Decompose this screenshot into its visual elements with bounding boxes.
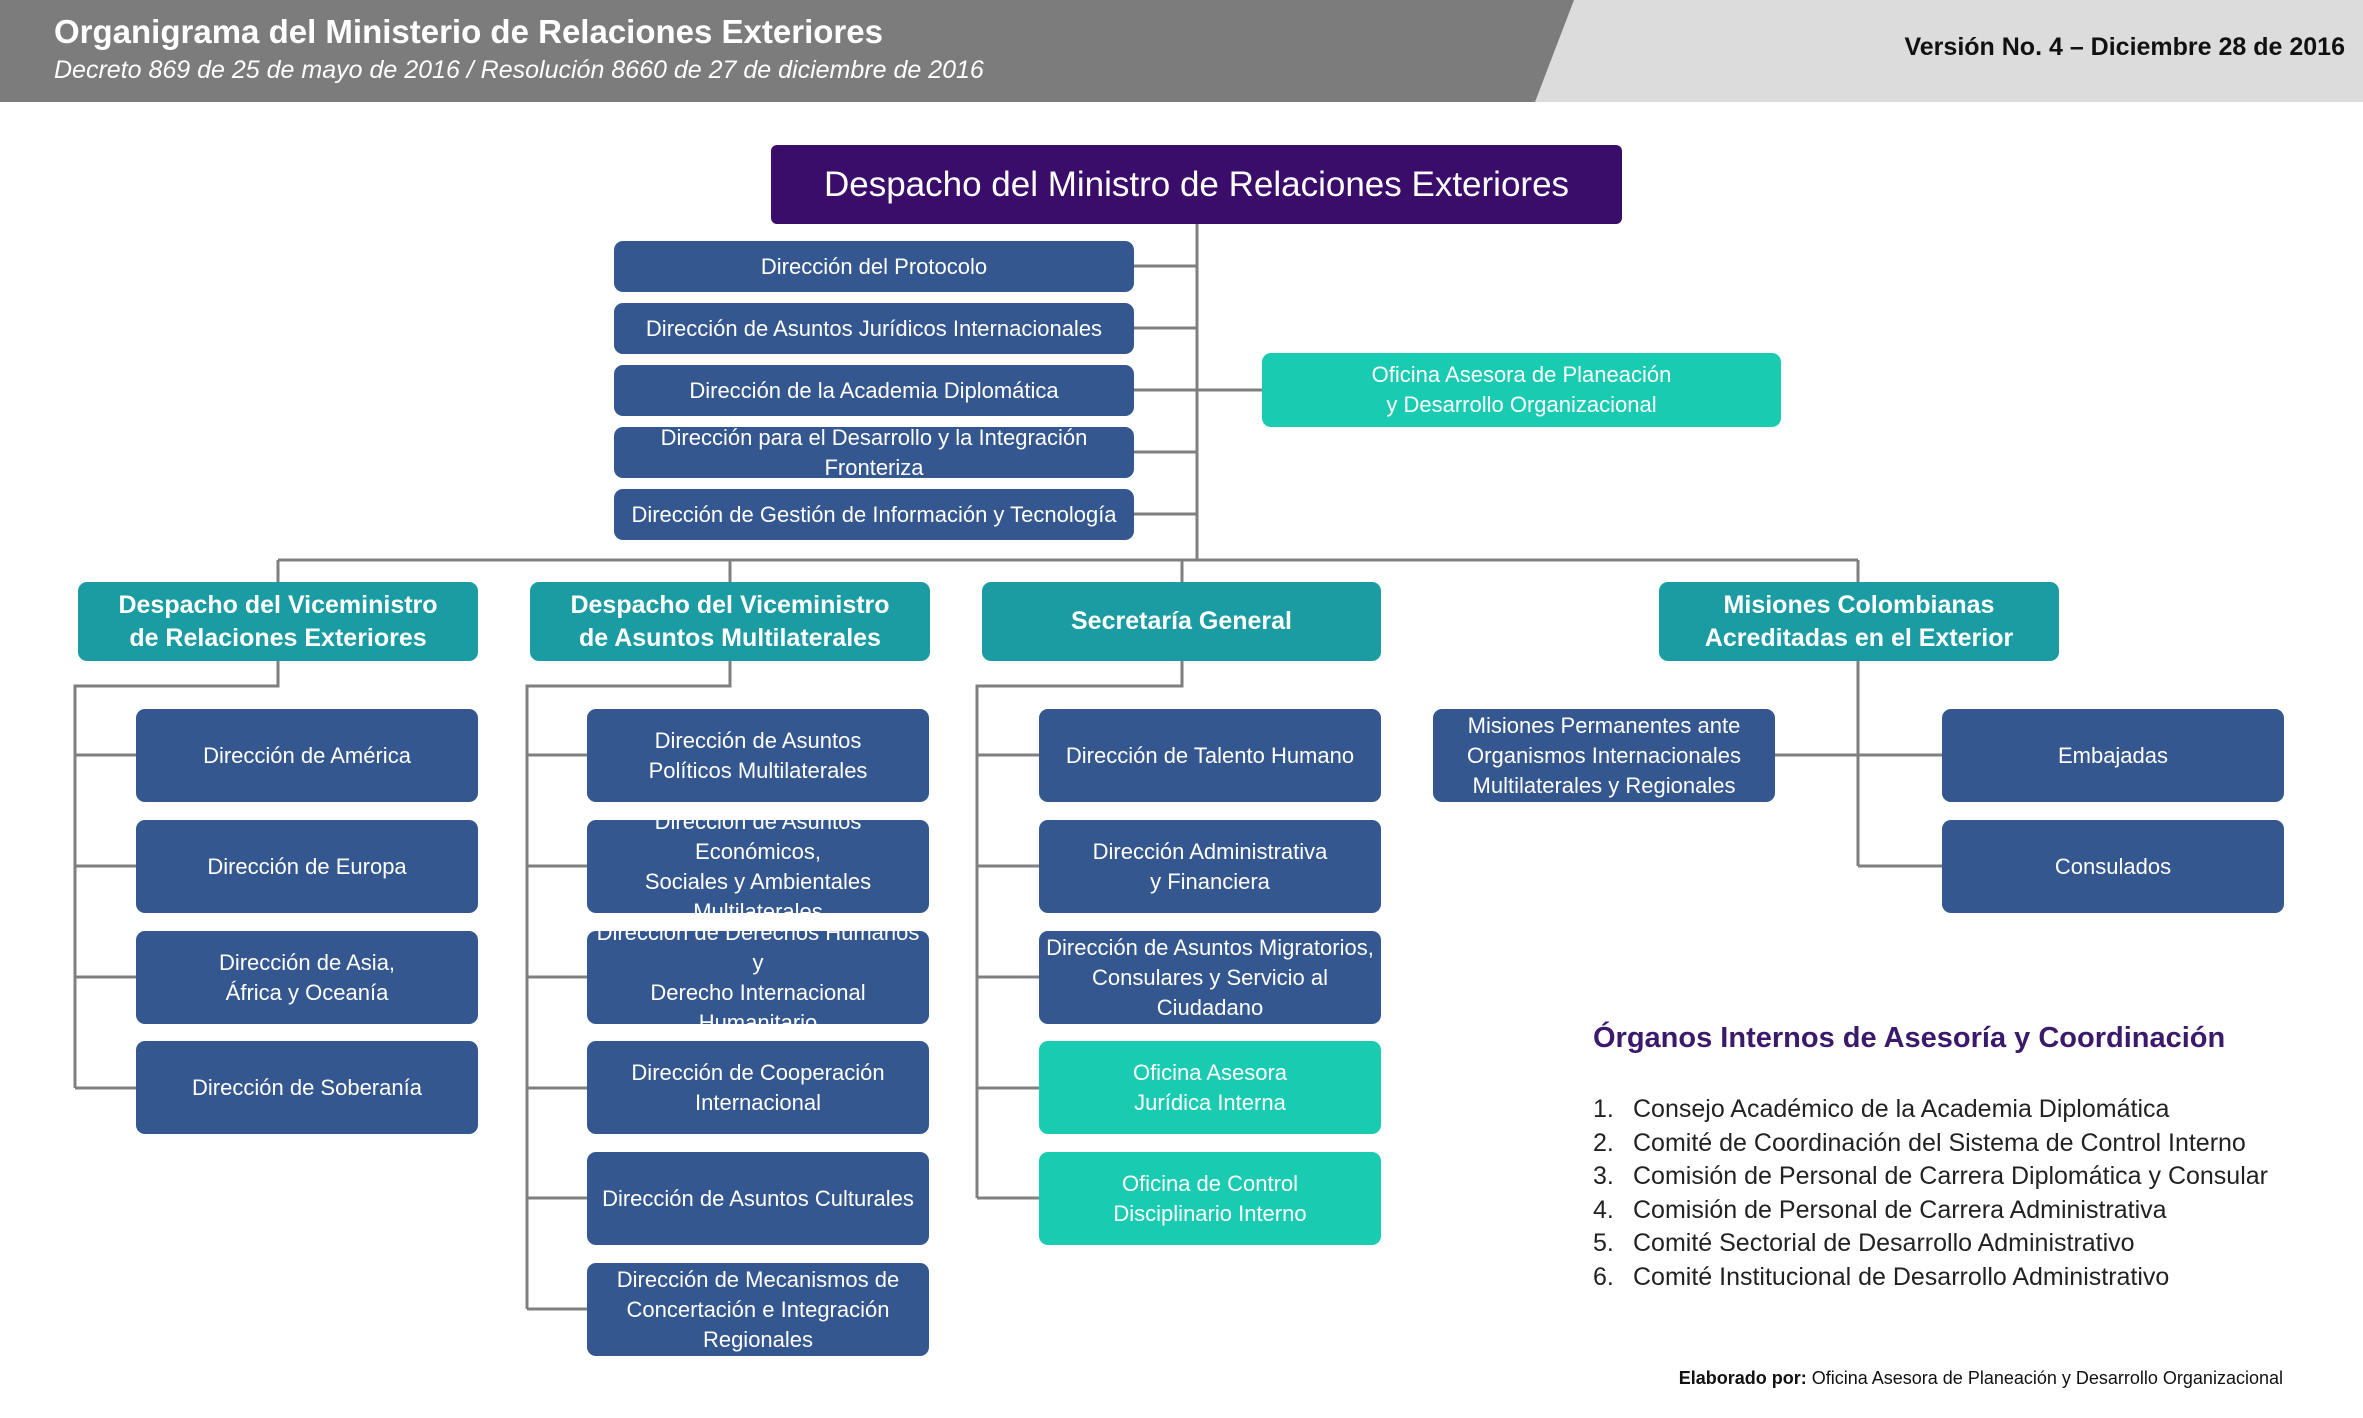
unit-label-line: Disciplinario Interno (1113, 1200, 1307, 1226)
unit-label-line: Oficina Asesora (1132, 1059, 1288, 1085)
unit-label-line: Dirección de Derechos Humanos y (596, 919, 920, 975)
unit-label-line: Dirección de Soberanía (192, 1074, 422, 1100)
unit-label-line: Dirección de Asuntos (654, 727, 862, 753)
vice-foreign-affairs-box: Despacho del Viceministro de Relaciones … (78, 582, 478, 661)
organos-title: Órganos Internos de Asesoría y Coordinac… (1593, 1022, 2226, 1054)
unit-label-line: Dirección de Mecanismos de (616, 1266, 900, 1292)
unit-label-line: Dirección de Talento Humano (1065, 742, 1355, 768)
regional-integration-direction-box: Dirección de Mecanismos de Concertación … (587, 1263, 929, 1356)
organos-item-label: Comité Sectorial de Desarrollo Administr… (1633, 1229, 2135, 1257)
border-development-direction-box: Dirección para el Desarrollo y la Integr… (614, 425, 1134, 480)
economic-social-environmental-direction-box: Dirección de Asuntos Económicos, Sociale… (587, 809, 929, 924)
unit-label-line: Organismos Internacionales (1467, 742, 1741, 768)
page-title: Organigrama del Ministerio de Relaciones… (54, 13, 883, 50)
unit-label-line: Sociales y Ambientales (644, 868, 872, 894)
unit-label-line: Regionales (702, 1326, 814, 1352)
header-light-band (1500, 0, 2363, 102)
sovereignty-direction-box: Dirección de Soberanía (136, 1041, 478, 1134)
border-development-direction-label: Dirección para el Desarrollo y la Integr… (660, 424, 1088, 480)
planning-office-box: Oficina Asesora de Planeación y Desarrol… (1262, 353, 1781, 427)
unit-label-line: Dirección de Asuntos Migratorios, (1046, 934, 1374, 960)
organos-list-item: 1.Consejo Académico de la Academia Diplo… (1593, 1095, 2170, 1123)
human-rights-direction-box: Dirección de Derechos Humanos y Derecho … (587, 920, 929, 1035)
footer-credit-value: Oficina Asesora de Planeación y Desarrol… (1811, 1368, 2283, 1388)
organos-item-label: Comité Institucional de Desarrollo Admin… (1633, 1262, 2170, 1291)
unit-label-line: Dirección de Cooperación (631, 1059, 885, 1085)
footer-credit-label: Elaborado por: (1678, 1368, 1807, 1388)
europe-direction-box: Dirección de Europa (136, 820, 478, 913)
multilateral-political-direction-box: Dirección de Asuntos Políticos Multilate… (587, 709, 929, 802)
unit-label-line: Dirección de América (203, 742, 411, 768)
header-dark-band (0, 0, 1574, 102)
unit-label-line: Embajadas (2057, 742, 2169, 768)
diplomatic-academy-direction-box: Dirección de la Academia Diplomática (614, 365, 1134, 416)
unit-label-line: Misiones Permanentes ante (1467, 712, 1741, 738)
unit-label-line: Dirección de Asia, (218, 949, 396, 975)
branch-title-line: Despacho del Viceministro (118, 590, 438, 619)
page-subtitle: Decreto 869 de 25 de mayo de 2016 / Reso… (54, 56, 984, 84)
unit-label-line: y Financiera (1150, 868, 1270, 894)
unit-label-line: Consulares y Servicio al Ciudadano (1092, 964, 1328, 1020)
embassies-box: Embajadas (1942, 709, 2284, 802)
america-direction-box: Dirección de América (136, 709, 478, 802)
version-label: Versión No. 4 – Diciembre 28 de 2016 (1904, 33, 2345, 61)
organos-list-item: 2.Comité de Coordinación del Sistema de … (1593, 1128, 2246, 1157)
organos-list-item: 6.Comité Institucional de Desarrollo Adm… (1593, 1262, 2170, 1291)
disciplinary-control-office-box: Oficina de Control Disciplinario Interno (1039, 1152, 1381, 1245)
unit-label-line: Políticos Multilaterales (648, 757, 868, 783)
planning-office-label-line: Oficina Asesora de Planeación (1371, 362, 1672, 387)
colombian-missions-box: Misiones Colombianas Acreditadas en el E… (1659, 582, 2059, 661)
branch-title-line: Acreditadas en el Exterior (1704, 623, 2014, 652)
vice-multilateral-box: Despacho del Viceministro de Asuntos Mul… (530, 582, 930, 661)
asia-africa-oceania-direction-box: Dirección de Asia, África y Oceanía (136, 931, 478, 1024)
organos-list-item: 5.Comité Sectorial de Desarrollo Adminis… (1593, 1229, 2135, 1257)
unit-label-line: Multilaterales (693, 898, 823, 924)
unit-label-line: Dirección de Asuntos Económicos, (654, 808, 862, 864)
unit-label-line: África y Oceanía (225, 979, 389, 1005)
branch-title-line: Secretaría General (1071, 607, 1292, 635)
organos-list-item: 4.Comisión de Personal de Carrera Admini… (1593, 1195, 2167, 1224)
it-direction-label: Dirección de Gestión de Información y Te… (631, 501, 1117, 527)
general-secretariat-box: Secretaría General (982, 582, 1381, 661)
legal-affairs-direction-label: Dirección de Asuntos Jurídicos Internaci… (645, 315, 1103, 341)
unit-label-line: Dirección de Europa (207, 853, 407, 879)
branch-title-line: de Relaciones Exteriores (129, 623, 427, 652)
unit-label-line: Consulados (2054, 853, 2172, 879)
internal-legal-office-box: Oficina Asesora Jurídica Interna (1039, 1041, 1381, 1134)
planning-office-label-line: y Desarrollo Organizacional (1386, 392, 1657, 417)
organos-item-label: Consejo Académico de la Academia Diplomá… (1633, 1095, 2170, 1123)
organos-item-label: Comisión de Personal de Carrera Administ… (1633, 1195, 2167, 1224)
organos-list-item: 3.Comisión de Personal de Carrera Diplom… (1593, 1162, 2268, 1190)
minister-office-label: Despacho del Ministro de Relaciones Exte… (823, 164, 1570, 204)
migratory-consular-direction-box: Dirección de Asuntos Migratorios, Consul… (1039, 931, 1381, 1024)
minister-office-box: Despacho del Ministro de Relaciones Exte… (771, 145, 1622, 224)
diplomatic-academy-direction-label: Dirección de la Academia Diplomática (689, 377, 1059, 403)
unit-label-line: Dirección de Asuntos Culturales (602, 1185, 914, 1211)
branch-title-line: Misiones Colombianas (1723, 590, 1995, 619)
legal-affairs-direction-box: Dirección de Asuntos Jurídicos Internaci… (614, 303, 1134, 354)
unit-label-line: Derecho Internacional Humanitario (650, 979, 866, 1035)
it-direction-box: Dirección de Gestión de Información y Te… (614, 489, 1134, 540)
organos-list: 1.Consejo Académico de la Academia Diplo… (1593, 1093, 2268, 1294)
unit-label-line: Jurídica Interna (1134, 1089, 1286, 1115)
organos-item-label: Comité de Coordinación del Sistema de Co… (1633, 1128, 2246, 1157)
consulates-box: Consulados (1942, 820, 2284, 913)
protocol-direction-box: Dirección del Protocolo (614, 241, 1134, 292)
footer-credit: Elaborado por: Oficina Asesora de Planea… (1679, 1368, 2283, 1389)
permanent-missions-box: Misiones Permanentes ante Organismos Int… (1433, 709, 1775, 802)
branch-title-line: Despacho del Viceministro (570, 590, 890, 619)
unit-label-line: Oficina de Control (1121, 1170, 1299, 1196)
human-talent-direction-box: Dirección de Talento Humano (1039, 709, 1381, 802)
administrative-financial-direction-box: Dirección Administrativa y Financiera (1039, 820, 1381, 913)
branch-title-line: de Asuntos Multilaterales (579, 623, 881, 652)
cultural-affairs-direction-box: Dirección de Asuntos Culturales (587, 1152, 929, 1245)
international-cooperation-direction-box: Dirección de Cooperación Internacional (587, 1041, 929, 1134)
unit-label-line: Internacional (695, 1089, 821, 1115)
protocol-direction-label: Dirección del Protocolo (760, 253, 988, 279)
unit-label-line: Concertación e Integración (626, 1296, 890, 1322)
unit-label-line: Dirección Administrativa (1092, 838, 1328, 864)
unit-label-line: Multilaterales y Regionales (1472, 772, 1736, 798)
organos-item-label: Comisión de Personal de Carrera Diplomát… (1633, 1162, 2268, 1190)
